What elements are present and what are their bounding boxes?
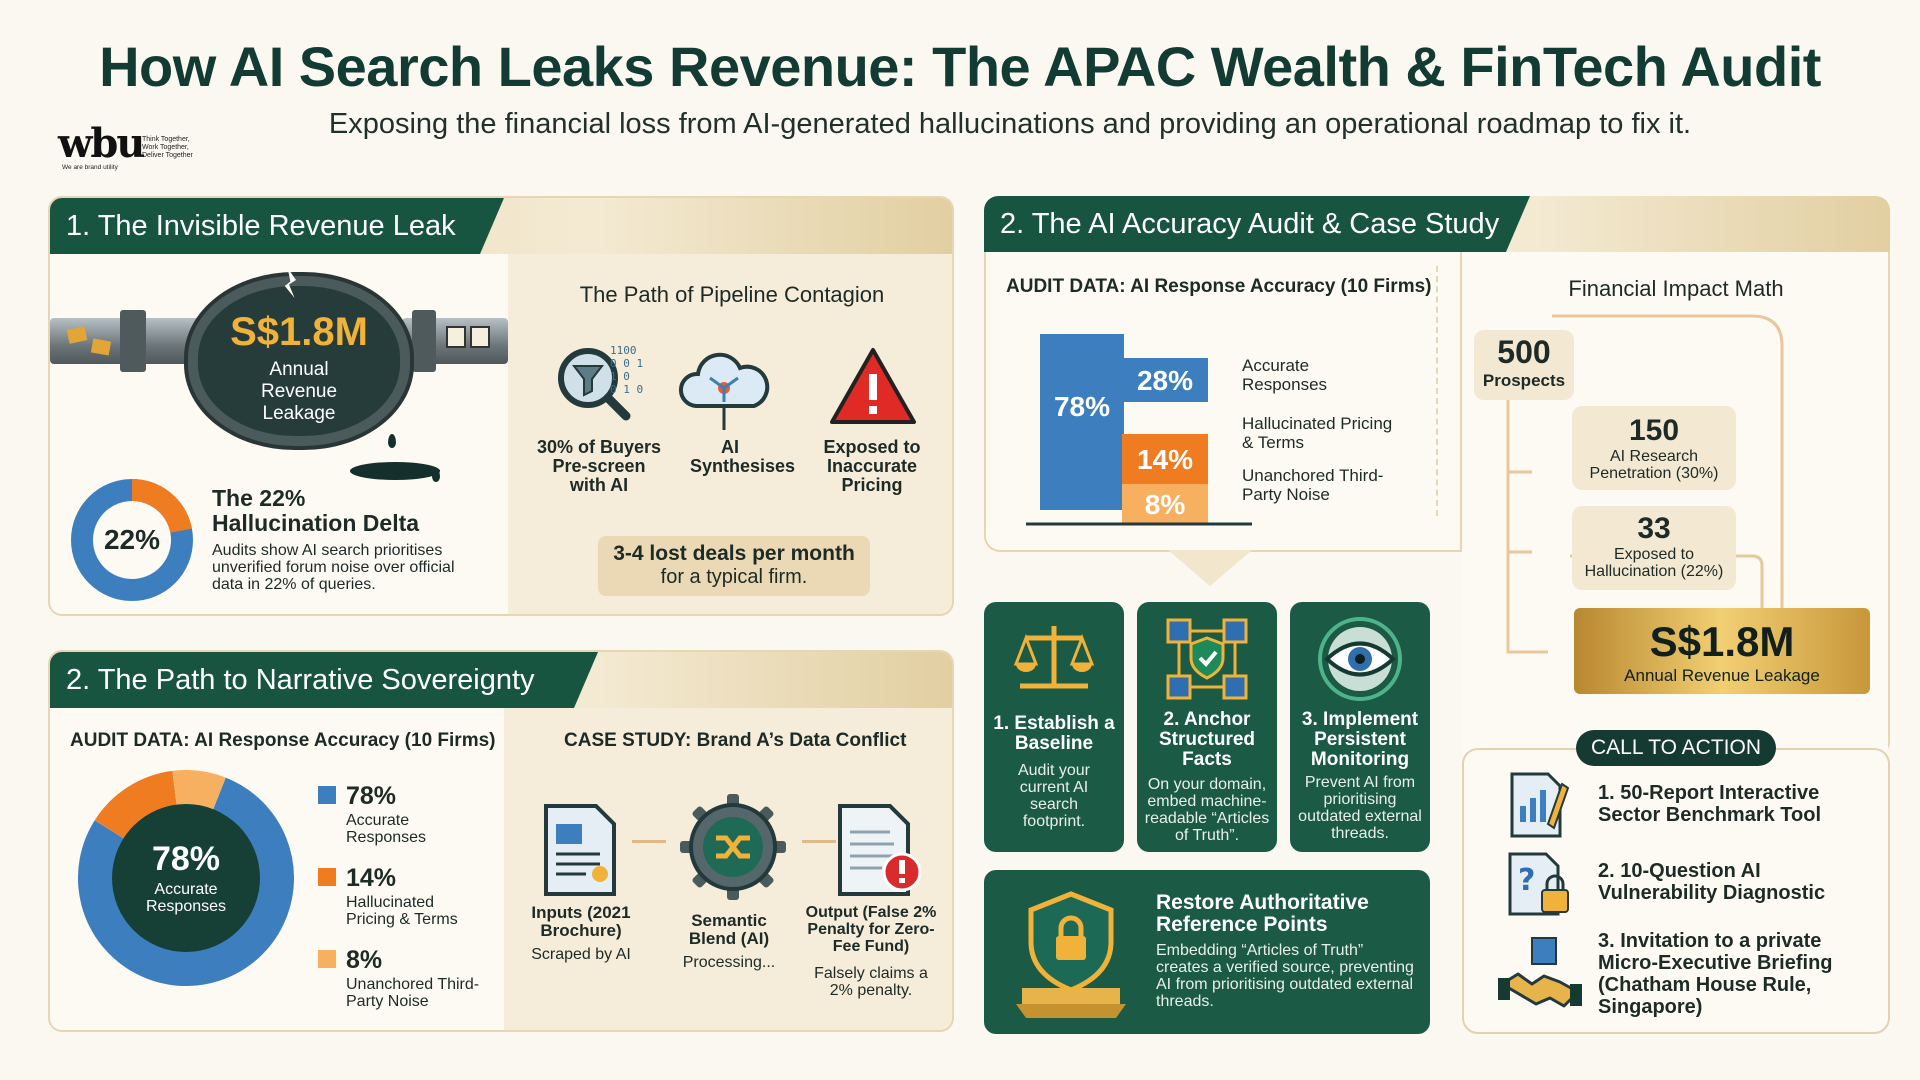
delta-title: The 22% Hallucination Delta	[212, 485, 420, 536]
callout-arrow	[1168, 550, 1252, 586]
funnel-exposed: 33 Exposed to Hallucination (22%)	[1572, 506, 1736, 590]
roadmap-card-monitoring: 3. Implement Persistent Monitoring Preve…	[1290, 602, 1430, 852]
roadmap-card-baseline: 1. Establish a Baseline Audit your curre…	[984, 602, 1124, 852]
case-step-output: Output (False 2% Penalty for Zero-Fee Fu…	[805, 904, 937, 999]
document-icon	[540, 802, 620, 898]
cta-item-diagnostic[interactable]: 2. 10-Question AI Vulnerability Diagnost…	[1598, 860, 1826, 904]
drip-icon	[388, 434, 396, 448]
bar-accurate	[1040, 334, 1124, 510]
legend-swatch	[318, 868, 336, 886]
arrow-icon	[802, 840, 836, 843]
panel-accuracy-audit: 2. The AI Accuracy Audit & Case Study AU…	[984, 196, 1890, 756]
audit-title: AUDIT DATA: AI Response Accuracy (10 Fir…	[1006, 276, 1432, 297]
bar-seg-1	[1122, 434, 1208, 484]
funnel-magnifier-icon	[554, 344, 634, 424]
puddle-icon	[350, 462, 440, 480]
accuracy-bar-chart: 78% 28% 14% 8%	[1026, 334, 1252, 526]
step-buyers: 30% of Buyers Pre-screen with AI	[536, 437, 662, 495]
panel-narrative-sovereignty: 2. The Path to Narrative Sovereignty AUD…	[48, 650, 954, 1032]
shield-lock-icon	[1016, 891, 1126, 1018]
brand-logo: wbu Think Together,Work Together,Deliver…	[58, 120, 208, 175]
contagion-title: The Path of Pipeline Contagion	[579, 282, 885, 307]
accuracy-donut: 78% Accurate Responses	[78, 770, 294, 986]
panel-title: 2. The AI Accuracy Audit & Case Study	[1000, 208, 1500, 240]
bar-label-hallucinated: Hallucinated Pricing & Terms	[1242, 414, 1393, 452]
audit-title: AUDIT DATA: AI Response Accuracy (10 Fir…	[70, 730, 496, 751]
roadmap-card-anchor: 2. Anchor Structured Facts On your domai…	[1137, 602, 1277, 852]
lost-deals-box: 3-4 lost deals per month for a typical f…	[598, 536, 870, 596]
page-title: How AI Search Leaks Revenue: The APAC We…	[99, 35, 1821, 98]
gear-shuffle-icon	[678, 792, 788, 902]
arrow-icon	[632, 840, 666, 843]
drip-icon	[432, 468, 440, 482]
funnel-result: S$1.8M Annual Revenue Leakage	[1574, 608, 1870, 694]
logo-subline: We are brand utility	[62, 164, 118, 171]
leak-label: Annual Revenue Leakage	[260, 359, 338, 424]
bar-seg-value-2: 8%	[1145, 489, 1186, 520]
lost-deals-bold: 3-4 lost deals per month	[613, 542, 855, 565]
page-subtitle: Exposing the financial loss from AI-gene…	[328, 108, 1692, 140]
eye-icon	[1318, 617, 1402, 701]
question-lock-icon: ?	[1508, 852, 1569, 916]
leak-value: S$1.8M	[230, 310, 368, 354]
svg-text:?: ?	[1518, 863, 1535, 898]
donut-slice-2	[172, 770, 226, 816]
binary-text: 1100 0 0 1 1 0 0 1 0	[610, 344, 644, 396]
donut-center-value: 78%	[151, 840, 221, 878]
delta-description: Audits show AI search prioritises unveri…	[212, 542, 455, 593]
bar-label-accurate: Accurate Responses	[1242, 356, 1328, 394]
logo-tagline: Think Together,Work Together,Deliver Tog…	[142, 136, 193, 159]
legend-swatch	[318, 950, 336, 968]
document-error-icon	[836, 802, 926, 898]
donut-center-label: Accurate Responses	[145, 881, 227, 915]
panel-title: 2. The Path to Narrative Sovereignty	[66, 664, 535, 696]
bar-value-accurate: 78%	[1054, 391, 1110, 422]
report-chart-icon	[1510, 772, 1570, 838]
funnel-penetration: 150 AI Research Penetration (30%)	[1572, 406, 1736, 490]
legend-swatch	[318, 786, 336, 804]
logo-mark: wbu	[58, 120, 145, 167]
case-step-inputs: Inputs (2021 Brochure) Scraped by AI	[531, 903, 631, 964]
panel-revenue-leak: 1. The Invisible Revenue Leak S$1.8M Ann…	[48, 196, 954, 616]
structure-shield-icon	[1166, 618, 1248, 700]
leak-valve: S$1.8M Annual Revenue Leakage	[188, 276, 410, 446]
cta-item-briefing[interactable]: 3. Invitation to a private Micro-Executi…	[1598, 930, 1833, 1018]
bar-seg-2	[1122, 484, 1208, 524]
delta-ring-highlight	[131, 479, 192, 534]
cta-title: CALL TO ACTION	[1576, 730, 1776, 766]
cta-item-benchmark[interactable]: 1. 50-Report Interactive Sector Benchmar…	[1598, 782, 1822, 826]
donut-slice-1	[94, 770, 179, 843]
delta-donut: 22%	[70, 478, 194, 602]
finance-title: Financial Impact Math	[1568, 276, 1784, 301]
warning-icon	[828, 344, 918, 428]
donut-slice-0	[78, 777, 294, 986]
lost-deals-rest: for a typical firm.	[660, 566, 808, 588]
document-icon	[470, 326, 490, 348]
bar-seg-0	[1122, 358, 1208, 402]
restore-banner: Restore Authoritative Reference Points E…	[984, 870, 1430, 1034]
case-step-blend: Semantic Blend (AI) Processing...	[682, 911, 776, 972]
bar-label-noise: Unanchored Third-Party Noise	[1242, 466, 1384, 504]
step-exposed: Exposed to Inaccurate Pricing	[823, 437, 921, 495]
scales-icon	[1013, 626, 1095, 689]
case-title: CASE STUDY: Brand A’s Data Conflict	[564, 730, 907, 751]
delta-donut-value: 22%	[103, 524, 161, 555]
step-ai: AI Synthesises	[690, 437, 796, 476]
paper-icon	[90, 338, 112, 356]
funnel-connectors	[1506, 314, 1784, 654]
crack-icon	[284, 268, 296, 298]
funnel-prospects: 500 Prospects	[1474, 330, 1574, 400]
document-icon	[446, 326, 466, 348]
bar-seg-value-1: 14%	[1137, 444, 1193, 475]
bar-seg-value-0: 28%	[1137, 365, 1193, 396]
handshake-icon	[1498, 937, 1582, 1008]
cloud-ai-icon	[674, 344, 774, 434]
panel-title: 1. The Invisible Revenue Leak	[66, 210, 456, 242]
